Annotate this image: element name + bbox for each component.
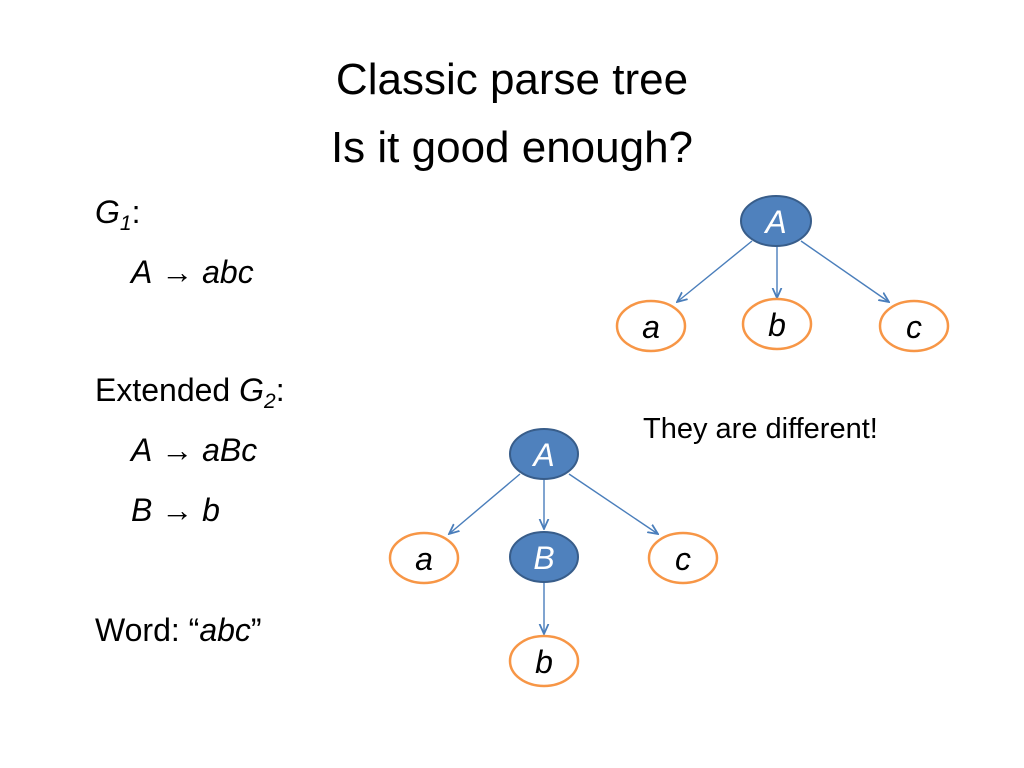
g1-rule: A → abc — [131, 252, 254, 292]
tree2-node-b-label: b — [535, 644, 553, 680]
title-line-2: Is it good enough? — [330, 123, 694, 172]
g2-prefix: Extended — [95, 372, 240, 408]
tree2-node-c-label: c — [675, 541, 691, 577]
tree1-edge-c — [800, 240, 889, 302]
title-line-1: Classic parse tree — [335, 55, 689, 104]
g1-subscript: 1 — [119, 212, 132, 235]
tree1-node-a: a — [615, 299, 687, 353]
tree2-edge-a — [449, 473, 521, 534]
tree1-node-a-label: a — [642, 309, 660, 345]
g1-name: G — [95, 194, 120, 230]
tree2-node-c: c — [647, 531, 719, 585]
g2-rule1-lhs: A — [131, 432, 153, 468]
tree1-edge-a — [677, 240, 753, 302]
g2-rule1-rhs: aBc — [202, 432, 258, 468]
tree1-root-label: A — [763, 204, 786, 240]
g1-arrow: → — [161, 254, 194, 290]
word-close-quote: ” — [250, 612, 262, 648]
g1-heading: G1: — [95, 192, 140, 244]
tree2-node-b: b — [508, 634, 580, 688]
tree2-node-B: B — [509, 531, 579, 583]
tree2-edge-c — [568, 473, 658, 534]
tree1-edges — [677, 240, 889, 302]
difference-note: They are different! — [643, 413, 878, 445]
word-line: Word: “abc” — [95, 610, 262, 650]
g2-colon: : — [275, 372, 285, 408]
tree2-edges — [449, 473, 658, 634]
tree2-node-a-label: a — [415, 541, 433, 577]
word-open-quote: “ — [188, 612, 200, 648]
tree2-root-label: A — [531, 437, 554, 473]
tree1-node-c: c — [878, 299, 950, 353]
tree1-root-node: A — [740, 195, 812, 247]
g2-heading: Extended G2: — [95, 370, 285, 422]
g2-rule-1: A → aBc — [131, 430, 257, 470]
tree2-node-B-label: B — [533, 540, 554, 576]
g2-subscript: 2 — [264, 390, 276, 413]
tree1-node-c-label: c — [906, 309, 922, 345]
tree2-node-a: a — [388, 531, 460, 585]
tree2-root-node: A — [509, 428, 579, 480]
g2-rule1-arrow: → — [161, 432, 194, 468]
g2-name: G — [239, 372, 264, 408]
word-label: Word: — [95, 612, 189, 648]
g1-rule-lhs: A — [131, 254, 153, 290]
g1-rule-rhs: abc — [202, 254, 254, 290]
g2-rule2-rhs: b — [202, 492, 220, 528]
g2-rule2-arrow: → — [161, 492, 194, 528]
g2-rule2-lhs: B — [131, 492, 153, 528]
tree1-node-b: b — [741, 297, 813, 351]
word-value: abc — [199, 612, 251, 648]
g2-rule-2: B → b — [131, 490, 220, 530]
g1-colon: : — [131, 194, 141, 230]
tree1-node-b-label: b — [768, 307, 786, 343]
